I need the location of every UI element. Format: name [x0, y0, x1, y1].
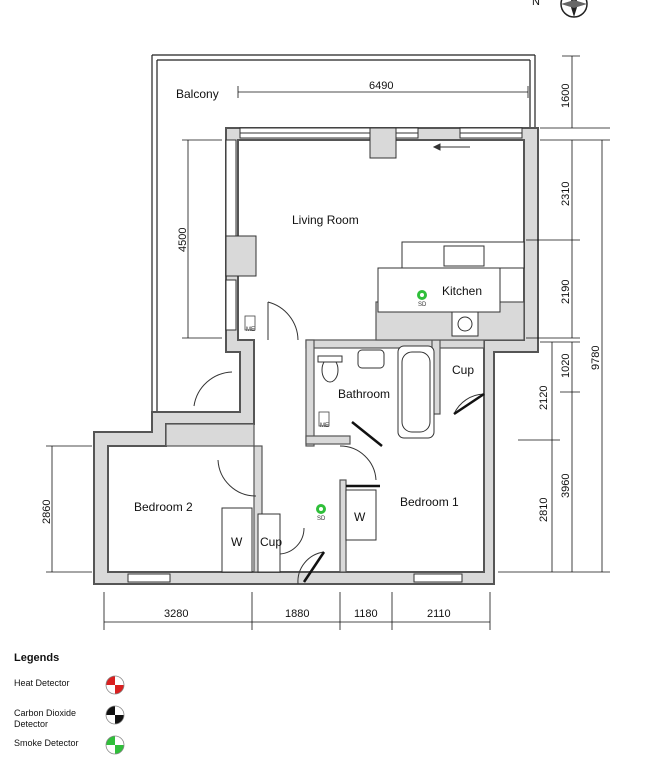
living-left-windows [225, 139, 257, 331]
room-bedroom1: Bedroom 1 [400, 495, 459, 509]
legend-title: Legends [14, 652, 60, 664]
legend-label-smoke: Smoke Detector [14, 738, 79, 748]
legend-item-heat: Heat Detector [14, 675, 214, 708]
dim-bottom-3: 1180 [354, 608, 378, 620]
dim-living-right: 2310 [560, 182, 572, 206]
room-kitchen: Kitchen [442, 284, 482, 298]
bathroom-fixtures [317, 345, 435, 439]
exterior-walls [93, 127, 539, 585]
dim-bed-lower: 2810 [538, 498, 550, 522]
dim-balcony-depth: 1600 [560, 84, 572, 108]
compass-icon [560, 0, 588, 18]
wardrobe-bed2: W [231, 535, 243, 549]
legend: Legends Heat Detector Carbon Dioxide Det… [14, 652, 214, 768]
dim-bottom-1: 3280 [164, 608, 188, 620]
wardrobe-bed1: W [354, 510, 366, 524]
meter-tag-hall: ME [320, 423, 329, 429]
dim-bed-right: 3960 [560, 474, 572, 498]
top-windows [239, 127, 523, 159]
room-bathroom: Bathroom [338, 387, 390, 401]
legend-label-heat: Heat Detector [14, 678, 70, 688]
dim-bedroom2-left: 2860 [41, 500, 53, 524]
meter-icon [244, 315, 330, 427]
dim-kitchen-right: 2190 [560, 280, 572, 304]
legend-item-smoke: Smoke Detector [14, 735, 214, 768]
dimension-lines [46, 55, 610, 630]
dim-top-width: 6490 [369, 80, 393, 92]
room-cupboard-hall: Cup [260, 535, 282, 549]
wardrobes [221, 489, 377, 573]
kitchen-worktop [377, 241, 525, 337]
smoke-tag-kitchen: SD [418, 302, 427, 308]
smoke-detector-icon [316, 290, 427, 514]
door-swings [193, 301, 485, 585]
room-balcony: Balcony [176, 87, 219, 101]
north-label: N [532, 0, 540, 8]
room-bedroom2: Bedroom 2 [134, 500, 193, 514]
bottom-windows [127, 573, 463, 583]
co2-detector-icon [105, 705, 125, 725]
balcony-outline [151, 54, 536, 412]
room-cupboard-bath: Cup [452, 363, 474, 377]
legend-item-co2: Carbon Dioxide Detector [14, 705, 214, 738]
legend-label-co2: Carbon Dioxide Detector [14, 708, 77, 729]
room-living: Living Room [292, 213, 359, 227]
door-leaves [302, 392, 485, 583]
smoke-detector-legend-icon [105, 735, 125, 755]
heat-detector-icon [105, 675, 125, 695]
dim-bottom-4: 2110 [427, 608, 451, 620]
dim-overall-height: 9780 [590, 346, 602, 370]
smoke-tag-hall: SD [317, 516, 326, 522]
entry-arrow-icon [432, 143, 470, 151]
meter-tag-living: ME [246, 327, 255, 333]
dim-living-left: 4500 [177, 228, 189, 252]
dim-bath-upper: 1020 [560, 354, 572, 378]
dim-bottom-2: 1880 [285, 608, 309, 620]
dim-bath-lower: 2120 [538, 386, 550, 410]
